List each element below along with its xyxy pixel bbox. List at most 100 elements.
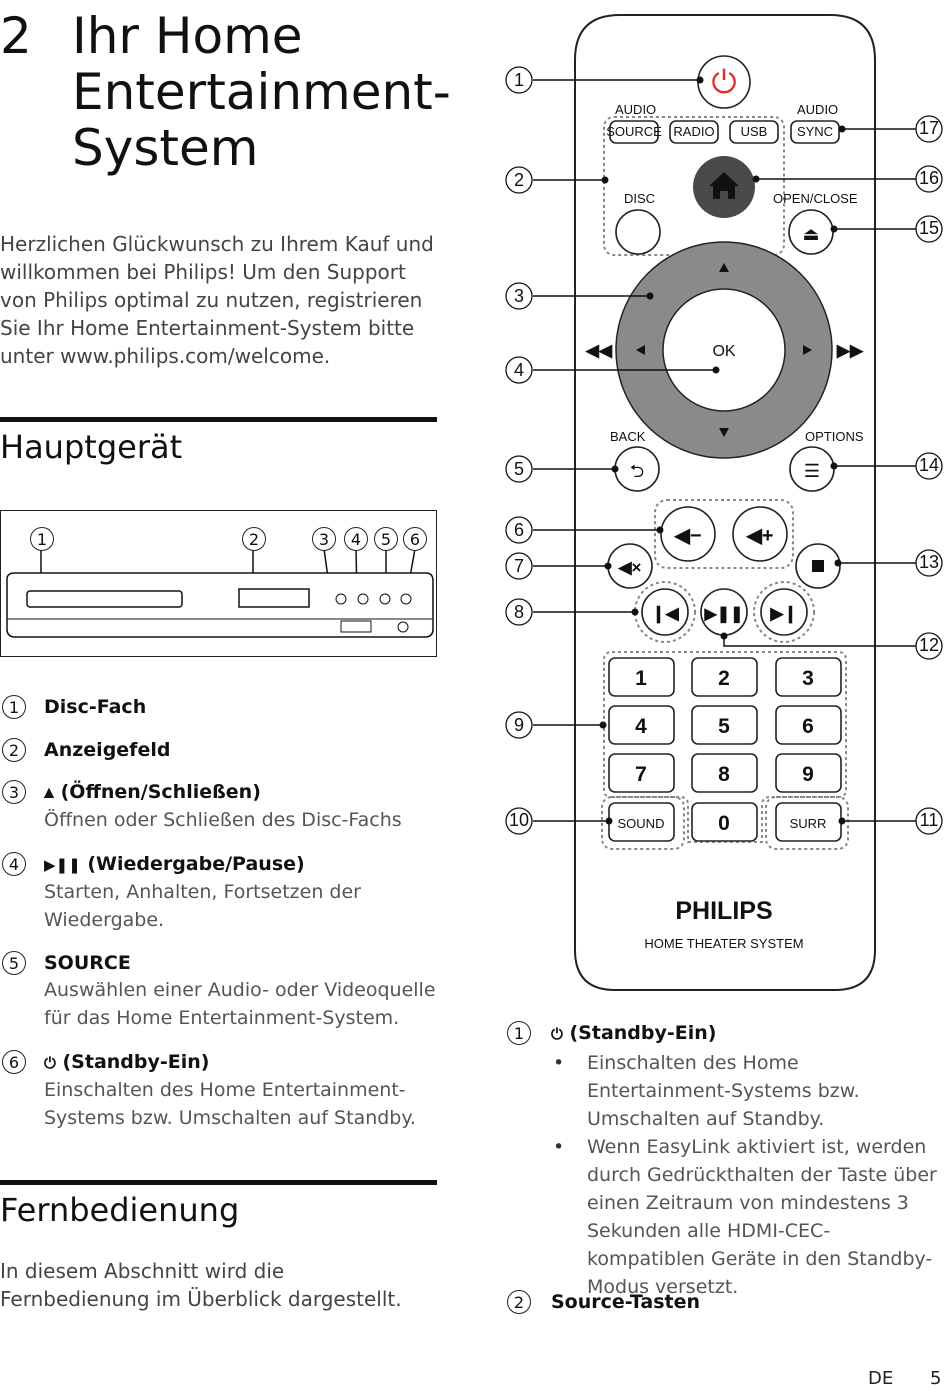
feature-item: 4 ▶❚❚ (Wiedergabe/Pause) Starten, Anhalte… (0, 851, 440, 934)
page-number: 5 (930, 1368, 942, 1389)
callout: 11 (920, 810, 939, 830)
item-title: SOURCE (44, 952, 131, 974)
callout: 17 (919, 118, 939, 138)
item-number: 5 (2, 951, 26, 975)
item-title: (Wiedergabe/Pause) (87, 853, 305, 875)
label-audio-sync-top: AUDIO (797, 102, 838, 117)
label-surr: SURR (790, 816, 827, 831)
digit-7: 7 (635, 763, 647, 786)
item-number: 1 (507, 1021, 531, 1045)
item-title: (Standby-Ein) (62, 1051, 210, 1073)
label-audio: AUDIO (615, 102, 656, 117)
feature-item: 3 ▲ (Öffnen/Schließen) Öffnen oder Schlie… (0, 779, 440, 834)
callout: 4 (344, 527, 368, 551)
brand-logo: PHILIPS (675, 897, 772, 925)
options-icon: ☰ (804, 461, 820, 481)
label-options: OPTIONS (805, 429, 864, 444)
play-pause-icon: ▶❚❚ (44, 856, 81, 874)
callout: 1 (514, 70, 524, 90)
digit-2: 2 (718, 667, 730, 690)
bullet-list: Einschalten des Home Entertainment-Syste… (551, 1049, 942, 1301)
volume-up-icon: ◀+ (745, 525, 773, 547)
callout: 14 (919, 455, 939, 475)
callout: 5 (514, 459, 524, 479)
feature-item: 6⏻ (Standby-Ein) Einschalten des Home En… (0, 1049, 440, 1132)
label-ok: OK (712, 343, 735, 360)
item-description: Starten, Anhalten, Fortsetzen der Wieder… (44, 881, 361, 931)
bullet-item: Wenn EasyLink aktiviert ist, werden durc… (553, 1133, 942, 1301)
remote-heading: Fernbedienung (0, 1191, 240, 1229)
item-number: 3 (2, 780, 26, 804)
main-unit-heading: Hauptgerät (0, 428, 183, 466)
item-title: Anzeigefeld (44, 739, 171, 761)
arrow-right-icon (803, 345, 812, 355)
stop-icon (812, 560, 824, 572)
bullet-item: Einschalten des Home Entertainment-Syste… (553, 1049, 942, 1133)
item-description: Auswählen einer Audio- oder Videoquelle … (44, 979, 436, 1029)
main-unit-illustration (6, 548, 434, 638)
callout: 6 (514, 520, 524, 540)
arrow-up-icon (719, 263, 729, 272)
footer-language: DE (868, 1368, 894, 1389)
feature-item: 1 Disc-Fach (0, 694, 440, 720)
back-icon: ⮌ (630, 461, 644, 481)
item-number: 4 (2, 852, 26, 876)
power-icon: ⏻ (711, 64, 736, 100)
arrow-down-icon (719, 428, 729, 437)
label-disc: DISC (624, 191, 655, 206)
power-icon: ⏻ (551, 1025, 563, 1043)
digit-0: 0 (718, 812, 730, 835)
callout: 2 (514, 170, 524, 190)
callout: 6 (403, 527, 427, 551)
power-icon: ⏻ (44, 1054, 56, 1072)
digit-3: 3 (802, 667, 814, 690)
item-number: 2 (507, 1290, 531, 1314)
next-icon: ▶❙ (769, 604, 797, 624)
remote-illustration: .btn { fill:#fff; stroke:#222; stroke-wi… (505, 14, 943, 991)
remote-item: 1 ⏻ (Standby-Ein) Einschalten des Home E… (507, 1020, 942, 1301)
callout: 10 (509, 810, 529, 830)
play-pause-icon: ▶❚❚ (703, 606, 743, 624)
intro-paragraph: Herzlichen Glückwunsch zu Ihrem Kauf und… (0, 232, 434, 368)
callout: 13 (919, 552, 939, 572)
item-description: Öffnen oder Schließen des Disc-Fachs (44, 809, 402, 831)
volume-down-icon: ◀− (673, 525, 701, 547)
digit-8: 8 (718, 763, 730, 786)
eject-icon: ▲ (44, 785, 54, 800)
home-icon (709, 172, 739, 199)
item-description: Einschalten des Home Entertainment-Syste… (44, 1079, 416, 1129)
digit-9: 9 (802, 763, 814, 786)
callout: 4 (514, 360, 524, 380)
callout: 3 (312, 527, 336, 551)
callout: 8 (514, 602, 524, 622)
remote-item: 2 Source-Tasten (507, 1289, 942, 1315)
label-sound: SOUND (618, 816, 665, 831)
section-rule (0, 417, 437, 422)
item-title: Disc-Fach (44, 696, 147, 718)
chapter-number: 2 (0, 7, 32, 65)
callout: 16 (919, 168, 939, 188)
callout: 2 (242, 527, 266, 551)
fast-forward-icon: ▶▶ (836, 341, 864, 360)
label-sync: SYNC (797, 124, 833, 139)
callout: 5 (374, 527, 398, 551)
callout: 3 (514, 286, 524, 306)
item-number: 1 (2, 695, 26, 719)
callout: 15 (919, 218, 939, 238)
label-radio: RADIO (673, 124, 714, 139)
mute-icon: ◀× (617, 558, 641, 577)
chapter-title: Ihr Home Entertainment-System (72, 7, 451, 177)
digit-1: 1 (635, 667, 647, 690)
eject-icon: ⏏ (802, 224, 819, 244)
label-open-close: OPEN/CLOSE (773, 191, 858, 206)
product-label: HOME THEATER SYSTEM (644, 936, 803, 951)
rewind-icon: ◀◀ (585, 341, 613, 360)
callout: 9 (514, 715, 524, 735)
item-title: Source-Tasten (551, 1291, 701, 1313)
main-unit-figure: 1 2 3 4 5 6 (0, 510, 437, 657)
label-source: SOURCE (606, 124, 662, 139)
digit-5: 5 (718, 715, 730, 738)
item-title: (Öffnen/Schließen) (60, 781, 261, 803)
section-rule (0, 1180, 437, 1185)
item-number: 2 (2, 738, 26, 762)
